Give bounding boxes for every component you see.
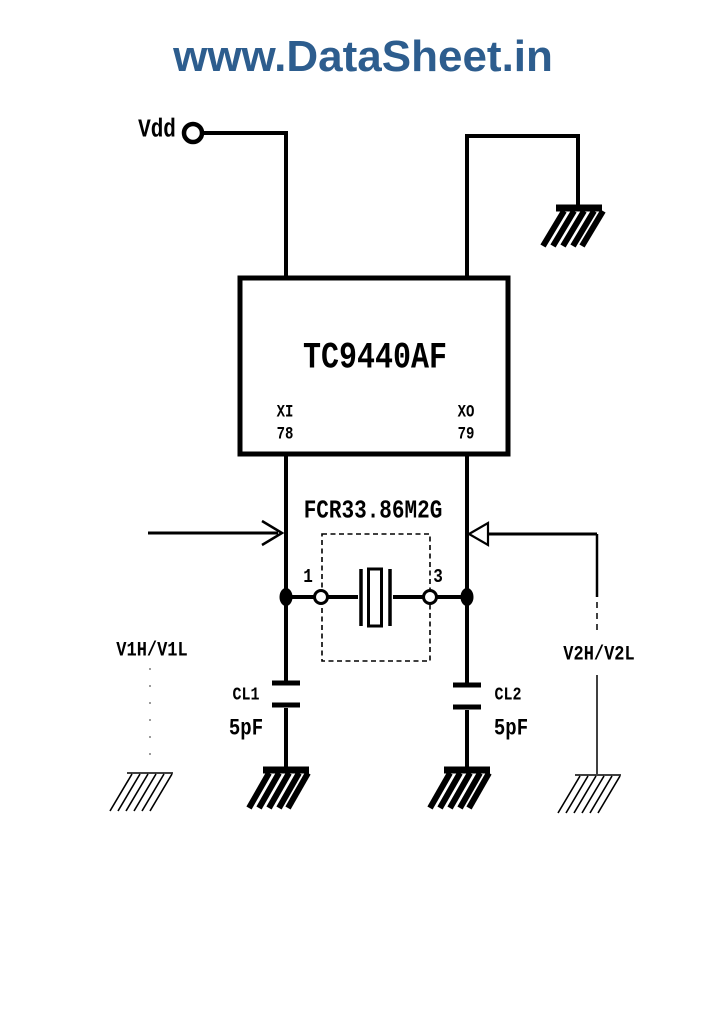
- capacitor-cl1-icon: [272, 680, 300, 770]
- pin-number-78: 78: [276, 425, 294, 445]
- ground-icon: [557, 774, 621, 814]
- junction-dot: [279, 588, 293, 606]
- cl2-value: 5pF: [493, 714, 529, 742]
- pin-name-xo: XO: [457, 403, 475, 423]
- vdd-terminal-icon: [181, 121, 205, 145]
- crystal-pin3-label: 3: [433, 566, 443, 588]
- crystal-pin1-terminal-icon: [313, 589, 329, 605]
- cl1-value: 5pF: [228, 714, 264, 742]
- top-right-ground-wire: [465, 134, 580, 280]
- v1-probe-arrow-icon: [148, 519, 285, 547]
- crystal-symbol-icon: [359, 567, 392, 628]
- v2-signal-label: V2H/V2L: [563, 643, 635, 667]
- crystal-pin1-label: 1: [303, 566, 313, 588]
- ground-icon: [109, 772, 173, 812]
- junction-dot: [460, 588, 474, 606]
- vdd-label: Vdd: [138, 116, 176, 146]
- cl1-label: CL1: [232, 684, 260, 706]
- pin-number-79: 79: [457, 425, 475, 445]
- crystal-part-number: FCR33.86M2G: [303, 497, 443, 527]
- ground-icon: [540, 204, 606, 248]
- capacitor-cl2-icon: [453, 682, 481, 770]
- watermark-logo: www.DataSheet.in: [173, 32, 553, 81]
- crystal-pin3-terminal-icon: [422, 589, 438, 605]
- ic-name: TC9440AF: [302, 338, 448, 380]
- vdd-wire: [203, 131, 288, 280]
- pin-name-xi: XI: [276, 403, 294, 423]
- v2-probe-arrow-icon: [466, 521, 599, 774]
- v1-signal-label: V1H/V1L: [116, 639, 188, 663]
- ic-body: [237, 275, 511, 457]
- ground-icon: [246, 766, 311, 810]
- ground-icon: [427, 766, 492, 810]
- cl2-label: CL2: [494, 684, 522, 706]
